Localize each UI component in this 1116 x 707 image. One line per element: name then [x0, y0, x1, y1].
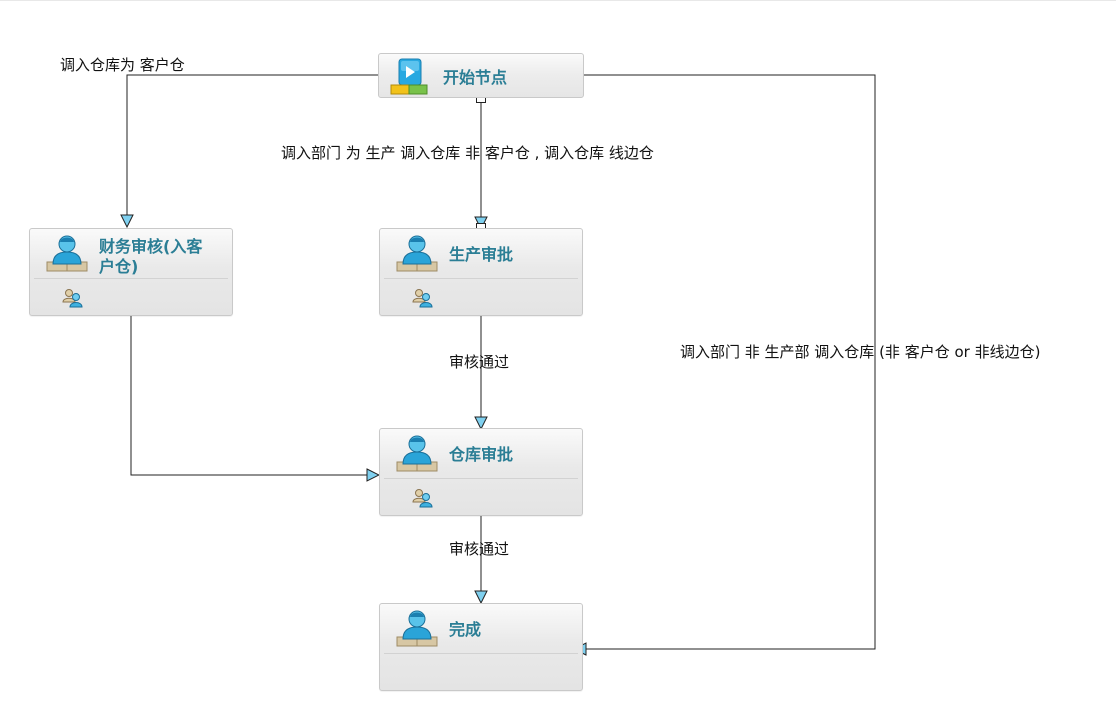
- node-done[interactable]: 完成: [379, 603, 583, 691]
- node-start[interactable]: 开始节点: [378, 53, 584, 98]
- edge-start-to-done[interactable]: [574, 74, 876, 649]
- node-header: 完成: [384, 604, 578, 654]
- node-finance-review[interactable]: 财务审核(入客户仓): [29, 228, 233, 316]
- user-icon: [396, 610, 438, 647]
- participants-icon: [412, 289, 433, 308]
- edge-label-start-to-finance: 调入仓库为 客户仓: [60, 56, 185, 74]
- node-title: 完成: [449, 620, 482, 639]
- node-title: 开始节点: [443, 68, 508, 87]
- edge-finance-to-warehouse[interactable]: [130, 316, 379, 475]
- node-production-approval[interactable]: 生产审批: [379, 228, 583, 316]
- edge-label-start-to-production: 调入部门 为 生产 调入仓库 非 客户仓 , 调入仓库 线边仓: [281, 144, 654, 162]
- node-header: 仓库审批: [384, 429, 578, 479]
- edge-label-start-to-done: 调入部门 非 生产部 调入仓库 (非 客户仓 or 非线边仓): [680, 343, 1041, 361]
- node-warehouse-approval[interactable]: 仓库审批: [379, 428, 583, 516]
- edge-label-production-to-warehouse: 审核通过: [449, 353, 510, 371]
- node-title: 财务审核(入客户仓): [99, 237, 203, 276]
- node-header: 生产审批: [384, 229, 578, 279]
- user-icon: [396, 235, 438, 272]
- node-title: 生产审批: [449, 245, 514, 264]
- participants-icon: [412, 489, 433, 508]
- node-title: 仓库审批: [449, 445, 514, 464]
- play-icon: [390, 58, 428, 95]
- edge-start-to-finance[interactable]: [127, 74, 378, 227]
- participants-icon: [62, 289, 83, 308]
- edge-label-warehouse-to-done: 审核通过: [449, 540, 510, 558]
- user-icon: [396, 435, 438, 472]
- user-icon: [46, 235, 88, 272]
- node-header: 财务审核(入客户仓): [34, 229, 228, 279]
